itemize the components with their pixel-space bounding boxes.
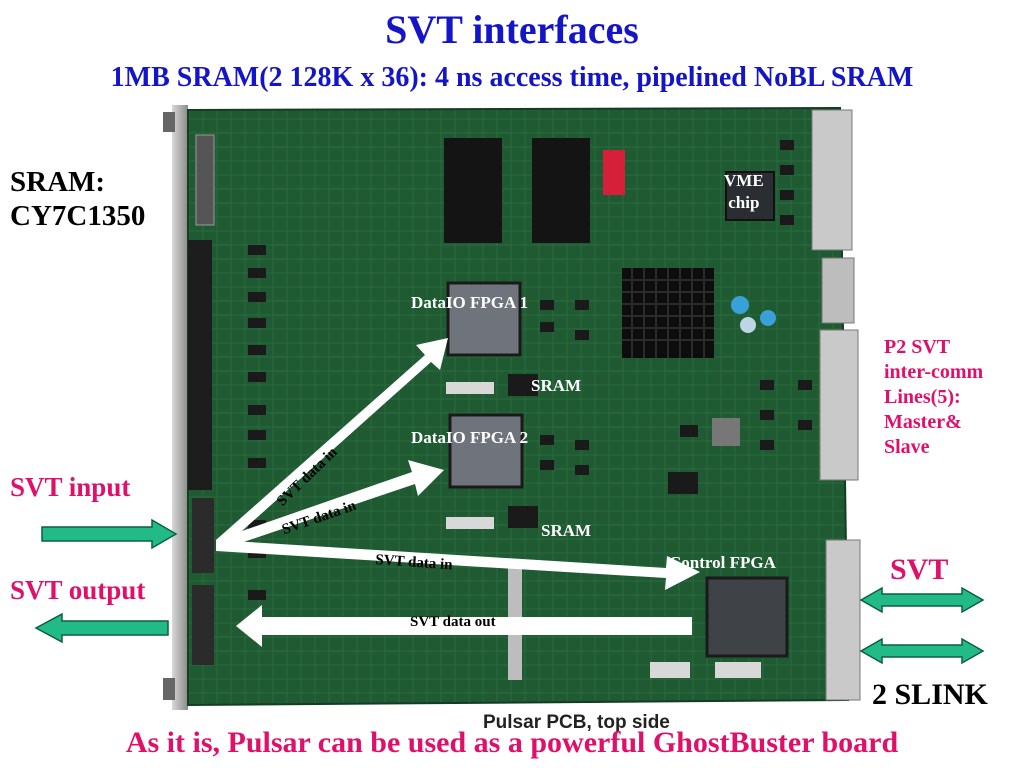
- header-connector-1: [444, 138, 502, 243]
- vme-chip-label: VME chip: [724, 170, 764, 214]
- arrow-svt-data-in-3: [216, 540, 700, 590]
- arrow-svt-data-out: [236, 605, 692, 647]
- svt-right-label: SVT: [890, 553, 949, 586]
- sram-part-label: SRAM: CY7C1350: [10, 165, 145, 233]
- svt-input-label: SVT input: [10, 472, 131, 502]
- vme-line1: VME: [724, 171, 764, 190]
- dip-switch: [603, 150, 625, 195]
- sram-chip-2: [508, 506, 538, 528]
- p1-connector: [811, 109, 853, 251]
- sram-2-label: SRAM: [541, 521, 592, 540]
- footer-statement: As it is, Pulsar can be used as a powerf…: [125, 726, 899, 759]
- p2-line4: Master&: [884, 411, 962, 433]
- arrow-svt-bidirectional: [859, 586, 985, 614]
- sram-1-label: SRAM: [531, 376, 582, 395]
- p2-connector: [819, 329, 859, 481]
- smd-components: [248, 140, 812, 630]
- p2-line3: Lines(5):: [884, 386, 961, 408]
- arrow-data-out-label: SVT data out: [410, 614, 496, 630]
- dataio-fpga-2-label: DataIO FPGA 2: [411, 428, 529, 447]
- sram-part-line2: CY7C1350: [10, 200, 146, 232]
- vme-chip: [725, 171, 775, 221]
- p2-line1: P2 SVT: [884, 336, 951, 358]
- slide-title: SVT interfaces: [385, 7, 639, 52]
- arrow-svt-input: [41, 518, 178, 550]
- p3-connector: [825, 539, 861, 701]
- bottom-connector-2: [715, 662, 761, 678]
- vme-line2: chip: [728, 193, 760, 212]
- arrow-svt-data-in-2: [216, 460, 444, 550]
- capacitor-1: [731, 296, 749, 314]
- dataio-fpga-2-chip: [448, 413, 524, 489]
- arrow-slink-bidirectional: [859, 637, 985, 665]
- front-connector-output: [192, 585, 214, 665]
- slide-subtitle: 1MB SRAM(2 128K x 36): 4 ns access time,…: [110, 62, 914, 93]
- header-connector-2: [532, 138, 590, 243]
- front-connector-input: [192, 498, 214, 573]
- control-fpga-chip: [705, 576, 789, 658]
- dataio-fpga-1-label: DataIO FPGA 1: [411, 293, 529, 312]
- front-connector-top: [188, 240, 212, 490]
- p2-connector-upper: [821, 257, 855, 324]
- control-fpga-label: Control FPGA: [669, 553, 776, 572]
- p2-line5: Slave: [884, 436, 930, 458]
- top-db-connector: [195, 134, 215, 226]
- bottom-connector-1: [650, 662, 690, 678]
- svt-output-label: SVT output: [10, 575, 146, 605]
- arrow-svt-data-in-1: [216, 338, 448, 547]
- p2-line2: inter-comm: [884, 361, 984, 383]
- sram-part-line1: SRAM:: [10, 166, 106, 198]
- dataio-fpga-1-chip: [446, 281, 522, 357]
- slink-label: 2 SLINK: [872, 678, 988, 711]
- capacitor-2: [740, 317, 756, 333]
- capacitor-3: [760, 310, 776, 326]
- arrow-svt-output: [34, 612, 169, 644]
- sram-chip-1: [508, 374, 538, 396]
- p2-svt-label: P2 SVT inter-comm Lines(5): Master& Slav…: [884, 335, 983, 460]
- front-panel-rail: [172, 105, 188, 710]
- pcb-caption: Pulsar PCB, top side: [483, 712, 670, 733]
